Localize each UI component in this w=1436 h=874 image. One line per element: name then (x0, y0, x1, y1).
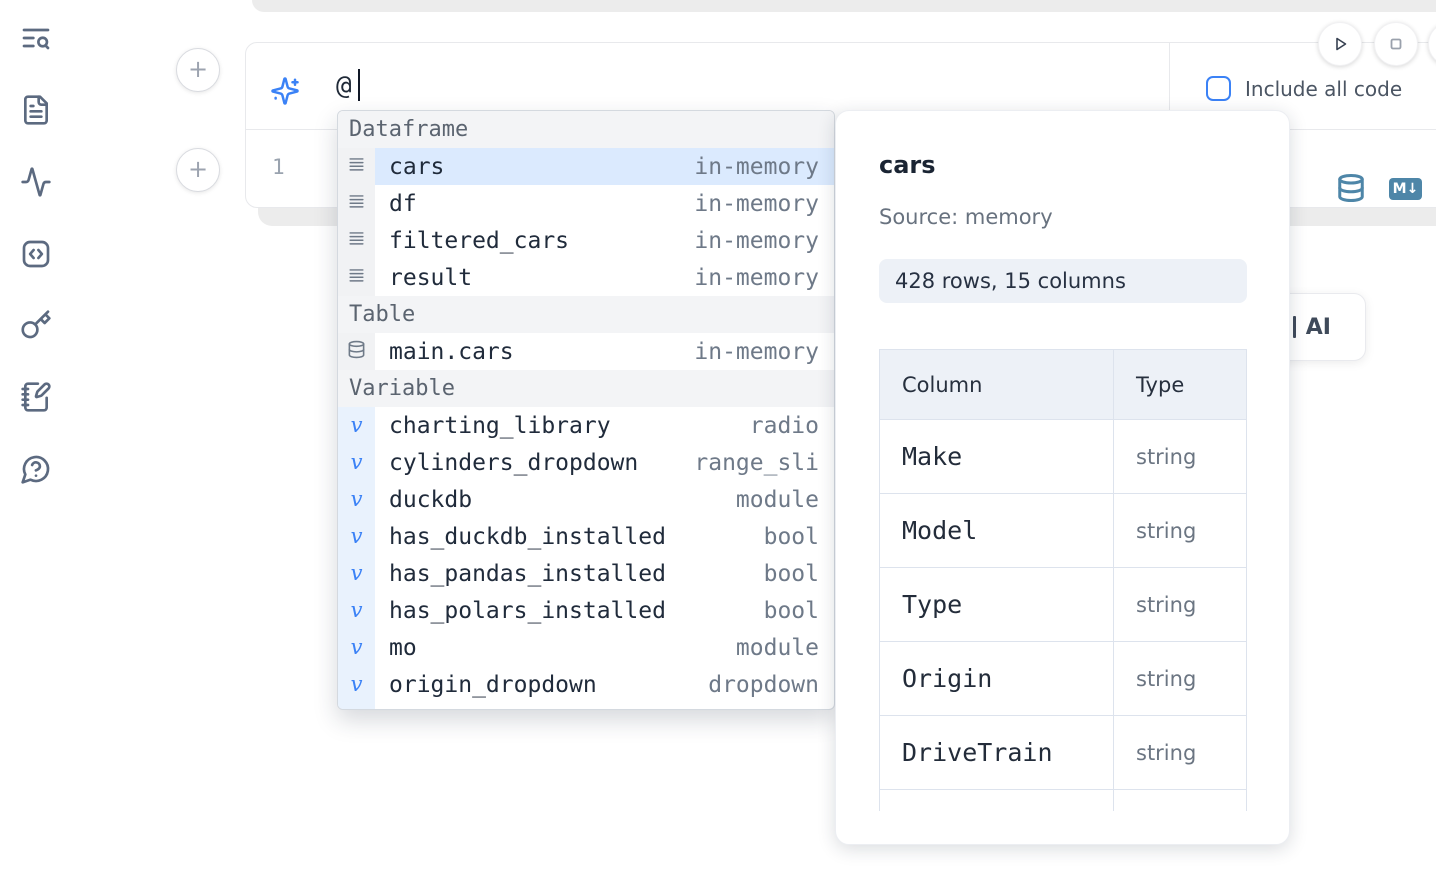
autocomplete-item-duckdb[interactable]: v duckdbmodule (338, 481, 834, 518)
schema-row: Model string (880, 494, 1247, 568)
schema-table: Column Type Make string Model string Typ… (879, 349, 1247, 811)
dataframe-icon (347, 229, 366, 252)
include-all-code-checkbox[interactable] (1206, 76, 1231, 101)
variable-icon: v (351, 452, 363, 473)
column-header: Column (880, 350, 1114, 420)
stop-button[interactable] (1374, 22, 1418, 66)
ai-button-label: AI (1306, 315, 1331, 340)
run-cell-button[interactable] (1318, 22, 1362, 66)
type-header: Type (1114, 350, 1247, 420)
convert-to-markdown-icon[interactable]: M↓ (1389, 178, 1422, 200)
text-search-icon[interactable] (20, 22, 52, 54)
autocomplete-item-main-cars[interactable]: main.carsin-memory (338, 333, 834, 370)
help-chat-icon[interactable] (20, 453, 52, 485)
autocomplete-dropdown: Dataframe carsin-memory dfin-memory filt… (337, 110, 835, 710)
schema-row-clipped (880, 790, 1247, 812)
clipped-text-fragment (1293, 316, 1296, 338)
preview-source: Source: memory (879, 205, 1053, 229)
variable-icon: v (351, 489, 363, 510)
schema-row: Type string (880, 568, 1247, 642)
section-header-table: Table (338, 296, 834, 333)
variable-icon: v (351, 637, 363, 658)
autocomplete-item-cars[interactable]: carsin-memory (338, 148, 834, 185)
editor-line-number: 1 (272, 155, 285, 179)
file-document-icon[interactable] (20, 94, 52, 126)
include-all-code-label: Include all code (1245, 77, 1402, 101)
ai-prompt-input[interactable]: @ (336, 71, 352, 101)
variable-icon: v (351, 563, 363, 584)
dataframe-icon (347, 192, 366, 215)
variable-icon: v (351, 674, 363, 695)
dataframe-icon (347, 266, 366, 289)
stop-icon (1384, 32, 1408, 56)
autocomplete-item-has-duckdb-installed[interactable]: v has_duckdb_installedbool (338, 518, 834, 555)
section-header-variable: Variable (338, 370, 834, 407)
autocomplete-item-origin-dropdown[interactable]: v origin_dropdowndropdown (338, 666, 834, 703)
schema-table-container: Column Type Make string Model string Typ… (879, 349, 1247, 811)
scratchpad-icon[interactable] (20, 381, 52, 413)
autocomplete-item-has-polars-installed[interactable]: v has_polars_installedbool (338, 592, 834, 629)
database-icon (347, 340, 366, 363)
previous-cell-shadow (252, 0, 1436, 12)
autocomplete-item-df[interactable]: dfin-memory (338, 185, 834, 222)
autocomplete-item-pd[interactable]: v pdmodule (338, 703, 834, 710)
autocomplete-item-has-pandas-installed[interactable]: v has_pandas_installedbool (338, 555, 834, 592)
schema-row: Origin string (880, 642, 1247, 716)
convert-to-sql-database-icon[interactable] (1336, 173, 1366, 203)
variable-icon: v (351, 415, 363, 436)
preview-title: cars (879, 151, 936, 179)
section-header-dataframe: Dataframe (338, 111, 834, 148)
activity-icon[interactable] (20, 166, 52, 198)
autocomplete-item-filtered-cars[interactable]: filtered_carsin-memory (338, 222, 834, 259)
shape-badge: 428 rows, 15 columns (879, 259, 1247, 303)
variable-icon: v (351, 600, 363, 621)
autocomplete-item-charting-library[interactable]: v charting_libraryradio (338, 407, 834, 444)
code-snippets-icon[interactable] (20, 238, 52, 270)
add-cell-below-button[interactable]: + (176, 148, 220, 192)
schema-header-row: Column Type (880, 350, 1247, 420)
schema-row: DriveTrain string (880, 716, 1247, 790)
autocomplete-item-result[interactable]: resultin-memory (338, 259, 834, 296)
add-cell-above-button[interactable]: + (176, 48, 220, 92)
variable-icon: v (351, 526, 363, 547)
dataframe-preview-panel: cars Source: memory 428 rows, 15 columns… (835, 110, 1290, 845)
schema-row: Make string (880, 420, 1247, 494)
autocomplete-item-mo[interactable]: v momodule (338, 629, 834, 666)
dataframe-icon (347, 155, 366, 178)
sparkles-ai-icon (270, 76, 300, 106)
play-icon (1328, 32, 1352, 56)
key-icon[interactable] (20, 309, 52, 341)
text-cursor (358, 69, 360, 101)
autocomplete-item-cylinders-dropdown[interactable]: v cylinders_dropdownrange_sli (338, 444, 834, 481)
include-all-code-control: Include all code (1206, 76, 1402, 101)
